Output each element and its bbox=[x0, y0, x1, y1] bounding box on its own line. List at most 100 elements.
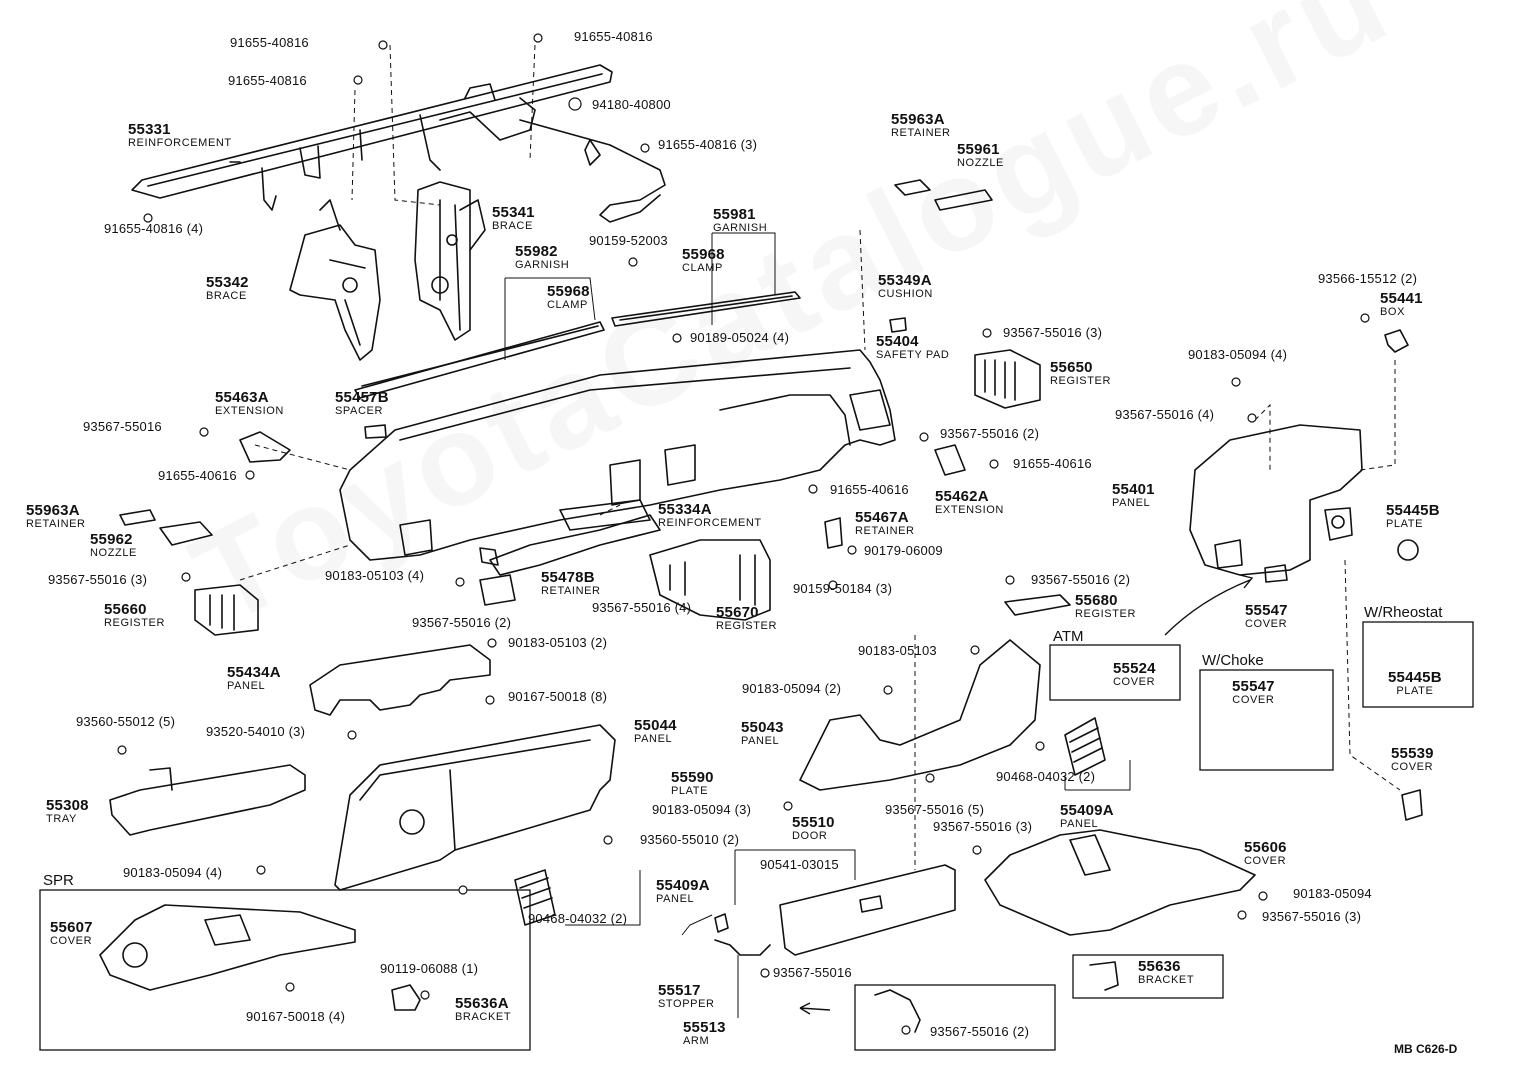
fastener-label: 91655-40616 bbox=[830, 482, 909, 497]
panel-55043-drawing bbox=[799, 639, 1041, 791]
fastener-label: 90183-05103 (4) bbox=[325, 568, 425, 583]
tray-55308-drawing bbox=[109, 764, 306, 836]
choke-box-label: W/Choke bbox=[1202, 652, 1264, 669]
fastener-label: 93567-55016 (4) bbox=[592, 600, 692, 615]
panel-55401-drawing bbox=[1189, 424, 1363, 576]
fastener-label: 90167-50018 (4) bbox=[246, 1009, 346, 1024]
panel-55044-drawing bbox=[334, 724, 616, 891]
fastener-label: 93567-55016 (2) bbox=[930, 1024, 1030, 1039]
fastener-label: 90183-05094 (4) bbox=[1188, 347, 1288, 362]
fastener-label: 93567-55016 (3) bbox=[933, 819, 1033, 834]
panel-55434A-drawing bbox=[309, 644, 491, 716]
fastener-label: 93560-55012 (5) bbox=[76, 714, 176, 729]
fastener-label: 90183-05094 bbox=[1293, 886, 1372, 901]
fastener-label: 90159-50184 (3) bbox=[793, 581, 893, 596]
fastener-label: 90167-50018 (8) bbox=[508, 689, 608, 704]
safety-pad-55404-drawing bbox=[339, 349, 896, 561]
small-parts-drawing bbox=[119, 179, 1423, 821]
rheostat-box-frame bbox=[1362, 621, 1474, 708]
fastener-label: 93567-55016 bbox=[773, 965, 852, 980]
cover-55607-drawing bbox=[99, 904, 356, 991]
fastener-label: 90468-04032 (2) bbox=[528, 911, 628, 926]
bracket-55636-box-frame bbox=[1072, 954, 1224, 999]
panel-55409A-left-drawing bbox=[514, 869, 556, 926]
fastener-label: 93567-55016 bbox=[83, 419, 162, 434]
detail-arm-drawing bbox=[874, 989, 921, 1033]
brace-55341-drawing bbox=[414, 181, 486, 341]
fastener-label: 93560-55010 (2) bbox=[640, 832, 740, 847]
fastener-label: 93566-15512 (2) bbox=[1318, 271, 1418, 286]
fastener-label: 91655-40816 bbox=[228, 73, 307, 88]
fastener-label: 93567-55016 (5) bbox=[885, 802, 985, 817]
fastener-label: 90159-52003 bbox=[589, 233, 668, 248]
fastener-label: 91655-40816 (4) bbox=[104, 221, 204, 236]
register-55660-drawing bbox=[194, 584, 259, 636]
fastener-label: 90119-06088 (1) bbox=[380, 961, 479, 976]
fastener-label: 90183-05094 (3) bbox=[652, 802, 752, 817]
spr-box-label: SPR bbox=[43, 872, 74, 889]
fastener-label: 90468-04032 (2) bbox=[996, 769, 1096, 784]
fastener-label: 90183-05094 (4) bbox=[123, 865, 223, 880]
fastener-label: 93567-55016 (3) bbox=[1262, 909, 1362, 924]
fastener-label: 90541-03015 bbox=[760, 857, 839, 872]
fastener-label: 93567-55016 (2) bbox=[412, 615, 512, 630]
fastener-label: 91655-40816 bbox=[230, 35, 309, 50]
register-55670-drawing bbox=[649, 539, 771, 621]
rheostat-box-label: W/Rheostat bbox=[1364, 604, 1443, 621]
bracket-55636A-drawing bbox=[391, 984, 421, 1011]
fastener-label: 91655-40616 bbox=[1013, 456, 1092, 471]
garnish-55982-drawing bbox=[354, 321, 605, 399]
fastener-label: 91655-40816 (3) bbox=[658, 137, 758, 152]
atm-box-frame bbox=[1049, 644, 1181, 701]
panel-55409A-right-drawing bbox=[1064, 717, 1106, 776]
door-55510-drawing bbox=[779, 864, 956, 956]
detail-box-frame bbox=[854, 984, 1056, 1051]
fastener-label: 93567-55016 (3) bbox=[48, 572, 148, 587]
atm-box-label: ATM bbox=[1053, 628, 1084, 645]
fastener-label: 94180-40800 bbox=[592, 97, 671, 112]
register-55650-drawing bbox=[974, 349, 1041, 409]
brace-55342-drawing bbox=[289, 199, 381, 361]
drawing-code: MB C626-D bbox=[1394, 1042, 1458, 1056]
fastener-label: 90183-05103 (2) bbox=[508, 635, 608, 650]
fastener-label: 90183-05094 (2) bbox=[742, 681, 842, 696]
reinforcement-55334A-drawing bbox=[479, 514, 661, 576]
